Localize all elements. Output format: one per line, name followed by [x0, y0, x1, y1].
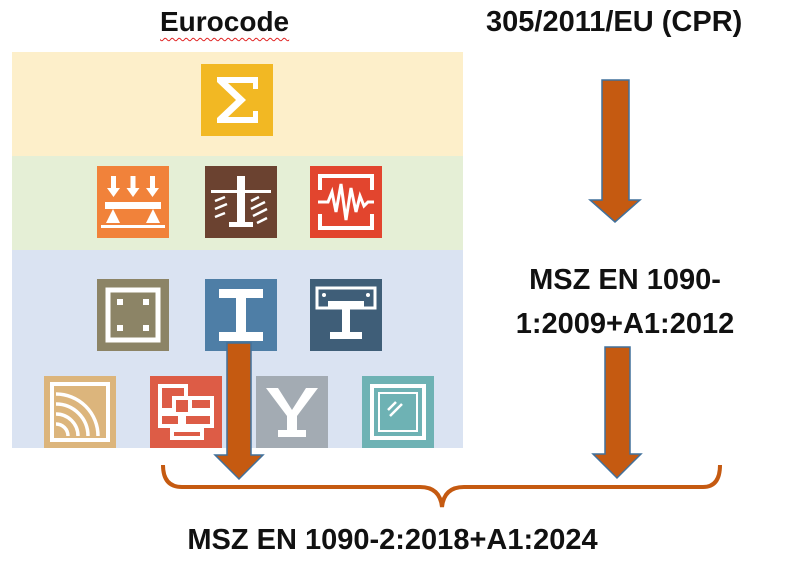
en1990-basis-sigma-icon	[201, 64, 273, 136]
standard-en1090-2-label: MSZ EN 1090-2:2018+A1:2024	[187, 524, 598, 556]
en1999-aluminium-icon	[256, 376, 328, 448]
en1998-seismic-icon	[310, 166, 382, 238]
standard-en1090-1-label: MSZ EN 1090- 1:2009+A1:2012	[490, 258, 760, 346]
en1997-geotechnical-icon	[205, 166, 277, 238]
arrow-en1090-1-to-en1090-2	[591, 346, 643, 480]
regulation-cpr-label: 305/2011/EU (CPR)	[486, 6, 743, 38]
standard-en1090-1-line2: 1:2009+A1:2012	[515, 308, 735, 340]
en1993-steel-icon	[205, 279, 277, 351]
arrow-eurocode-to-en1090-2	[213, 342, 265, 481]
en1996-masonry-icon	[150, 376, 222, 448]
en1992-concrete-icon	[97, 279, 169, 351]
en1994-composite-icon	[310, 279, 382, 351]
eurocode-title: Eurocode	[160, 6, 290, 37]
standard-en1090-1-line1: MSZ EN 1090-	[529, 264, 721, 296]
en1991-actions-icon	[97, 166, 169, 238]
grouping-brace	[161, 464, 722, 508]
glass-icon	[362, 376, 434, 448]
en1995-timber-icon	[44, 376, 116, 448]
arrow-cpr-to-en1090-1	[588, 79, 642, 223]
